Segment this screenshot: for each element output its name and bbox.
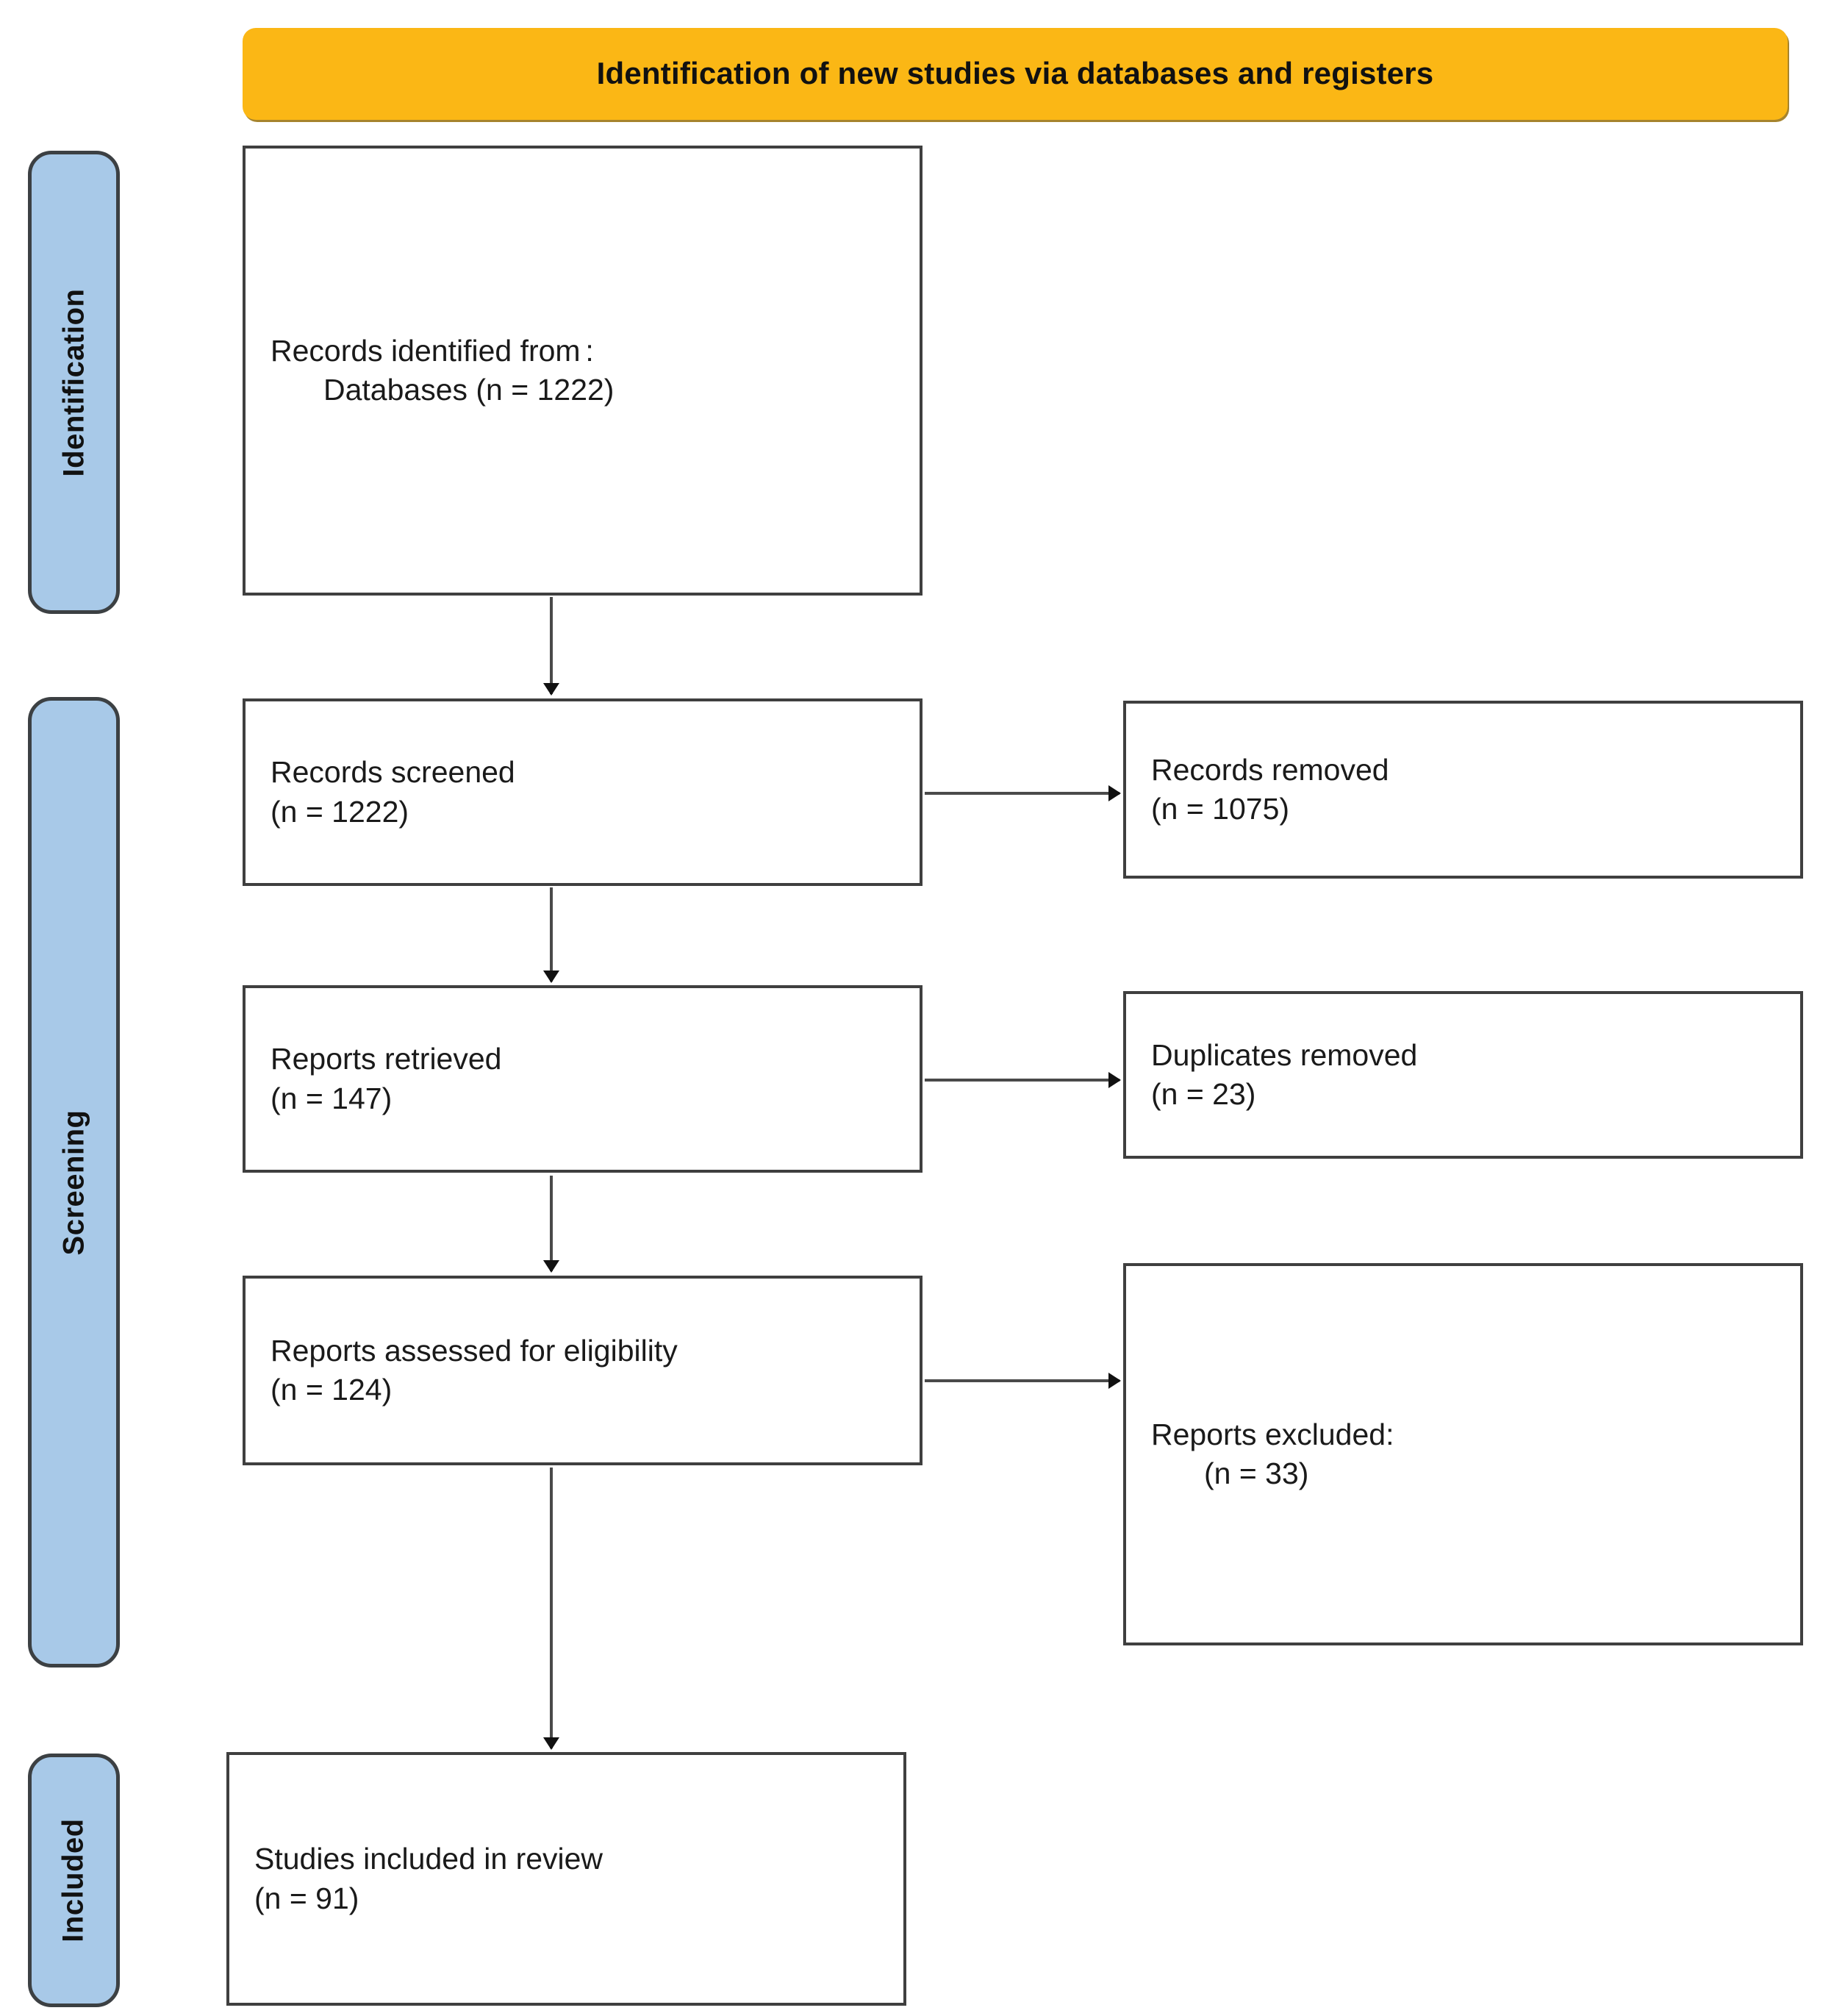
box-reports-excluded: Reports excluded: (n = 33) bbox=[1123, 1263, 1803, 1645]
box-duplicates-removed: Duplicates removed (n = 23) bbox=[1123, 991, 1803, 1159]
records-screened-line-1: Records screened bbox=[271, 755, 515, 790]
reports-assessed-line-2: (n = 124) bbox=[271, 1373, 393, 1406]
reports-retrieved-line-1: Reports retrieved bbox=[271, 1042, 502, 1076]
records-removed-line-1: Records removed bbox=[1151, 752, 1389, 787]
arrow-retrieved-to-duplicates-removed bbox=[925, 1079, 1119, 1082]
studies-included-line-1: Studies included in review bbox=[254, 1842, 603, 1876]
records-removed-line-2: (n = 1075) bbox=[1151, 792, 1290, 826]
box-records-screened: Records screened (n = 1222) bbox=[243, 698, 922, 886]
stage-label-screening: Screening bbox=[57, 1109, 90, 1255]
studies-included-line-2: (n = 91) bbox=[254, 1881, 359, 1915]
stage-label-identification: Identification bbox=[57, 288, 90, 476]
arrow-identified-to-screened bbox=[550, 597, 553, 694]
reports-assessed-line-1: Reports assessed for eligibility bbox=[271, 1333, 678, 1368]
records-identified-line-1: Records identified from : bbox=[271, 333, 594, 368]
stage-pill-identification: Identification bbox=[28, 151, 120, 614]
box-reports-assessed: Reports assessed for eligibility (n = 12… bbox=[243, 1276, 922, 1465]
duplicates-removed-line-2: (n = 23) bbox=[1151, 1077, 1256, 1111]
reports-retrieved-line-2: (n = 147) bbox=[271, 1081, 393, 1115]
stage-label-included: Included bbox=[57, 1818, 90, 1942]
box-records-removed: Records removed (n = 1075) bbox=[1123, 701, 1803, 879]
reports-excluded-line-1: Reports excluded: bbox=[1151, 1417, 1394, 1451]
records-screened-line-2: (n = 1222) bbox=[271, 794, 409, 829]
diagram-title: Identification of new studies via databa… bbox=[596, 56, 1434, 91]
records-identified-line-2: Databases (n = 1222) bbox=[323, 373, 615, 407]
stage-pill-screening: Screening bbox=[28, 697, 120, 1668]
stage-pill-included: Included bbox=[28, 1754, 120, 2007]
duplicates-removed-line-1: Duplicates removed bbox=[1151, 1037, 1418, 1072]
arrow-screened-to-records-removed bbox=[925, 792, 1119, 795]
arrow-retrieved-to-assessed bbox=[550, 1176, 553, 1271]
diagram-header-banner: Identification of new studies via databa… bbox=[243, 28, 1788, 120]
box-studies-included-in-review: Studies included in review (n = 91) bbox=[226, 1752, 906, 2006]
arrow-assessed-to-reports-excluded bbox=[925, 1379, 1119, 1382]
box-records-identified: Records identified from : Databases (n =… bbox=[243, 146, 922, 596]
arrow-assessed-to-included-review bbox=[550, 1468, 553, 1748]
box-reports-retrieved: Reports retrieved (n = 147) bbox=[243, 985, 922, 1173]
arrow-screened-to-retrieved bbox=[550, 887, 553, 982]
reports-excluded-line-2: (n = 33) bbox=[1204, 1456, 1309, 1490]
